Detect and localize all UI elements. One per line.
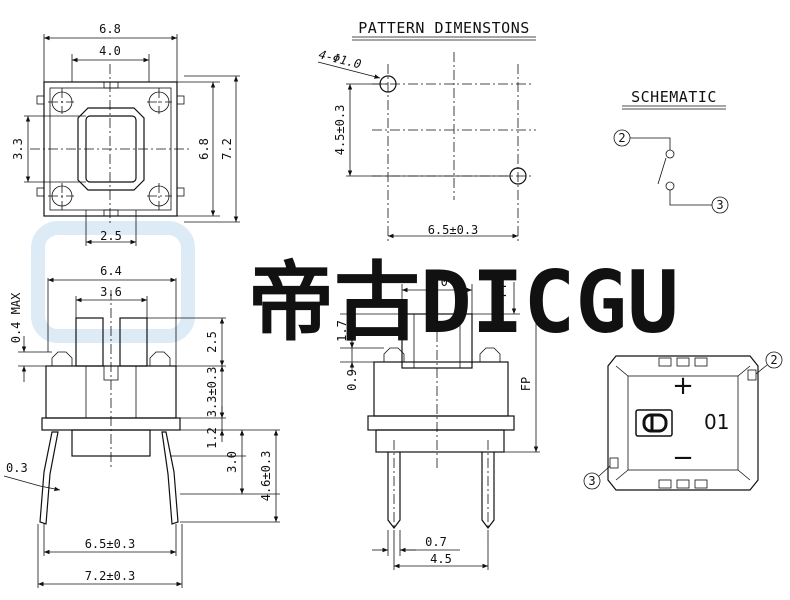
schematic-contact-top	[665, 149, 675, 159]
bottom-view-slot	[658, 357, 672, 367]
bottom-view-corner	[615, 365, 629, 377]
bottom-view-minus: −	[672, 443, 694, 473]
dim-body-height: 6.8	[197, 138, 211, 160]
side-dim-25: 2.5	[205, 331, 219, 353]
bottom-view-corner	[737, 469, 751, 481]
front-dim-17: 1.7	[335, 320, 349, 342]
leader-line	[755, 364, 768, 375]
pattern-horizontal-dim: 6.5±0.3	[428, 223, 479, 237]
front-dim-pt: PT	[495, 283, 509, 297]
schematic-switch-blade	[657, 157, 667, 185]
front-dim-40: 4.0	[426, 275, 448, 289]
side-dim-72: 7.2±0.3	[85, 569, 136, 583]
front-dim-fp: FP	[519, 377, 533, 391]
side-dim-36: 3.6	[100, 285, 122, 299]
front-view-lead-left	[387, 452, 401, 529]
dim-actuator-size: 3.3	[11, 138, 25, 160]
top-view: 6.8 4.0 3.3 6.8 7.2 2.5	[11, 22, 240, 246]
bottom-view: + − 01 2 3	[583, 351, 783, 491]
bottom-view-pin-2-marker	[765, 351, 783, 369]
front-view-nub-right	[479, 347, 501, 362]
side-view-nub-right	[149, 351, 171, 366]
bottom-view-inner	[627, 375, 739, 471]
dim-pin-spacing: 4.0	[99, 44, 121, 58]
bottom-view-slot	[694, 479, 708, 489]
side-view: 6.4 3.6 0.4 MAX 2.5 3.3±0.3 1.2 3.0 4.6±…	[3, 264, 280, 588]
front-dim-09: 0.9	[345, 369, 359, 391]
leader-line	[598, 465, 611, 477]
schematic-pin-3-marker	[711, 196, 729, 214]
top-view-terminal-left-bottom	[36, 187, 45, 197]
bottom-view-corner	[615, 469, 629, 481]
bottom-view-slot	[676, 479, 690, 489]
bottom-view-pin-3-marker	[583, 472, 601, 490]
side-dim-04max: 0.4 MAX	[9, 292, 23, 343]
schematic-wire-top	[630, 137, 671, 150]
side-view-body	[45, 365, 177, 419]
bottom-view-logo-box	[635, 409, 673, 437]
front-view: 4.0 PT 1.7 0.9 FP 0.7 4.5	[335, 275, 540, 570]
bottom-view-pin-b-pad	[609, 457, 619, 469]
schematic-pin-2-label: 2	[618, 131, 625, 145]
pattern-vertical-dim: 4.5±0.3	[333, 105, 347, 156]
schematic-wire-bottom	[669, 190, 712, 206]
dim-bottom-width: 2.5	[100, 229, 122, 243]
bottom-view-slot	[658, 479, 672, 489]
front-view-body	[373, 361, 509, 417]
schematic: SCHEMATIC 2 3	[613, 88, 729, 214]
side-view-nub-left	[51, 351, 73, 366]
side-dim-lead: 0.3	[6, 461, 28, 475]
front-view-nub-left	[383, 347, 405, 362]
watermark: 帝古DICGU	[31, 221, 679, 353]
leader-line	[39, 485, 61, 492]
schematic-pin-3-label: 3	[716, 198, 723, 212]
watermark-text: 帝古DICGU	[248, 253, 679, 353]
side-view-lead-right	[161, 431, 179, 525]
pattern-dimensions: PATTERN DIMENSTONS 4-Φ1.0 4.5±0.3 6.5±0.…	[317, 19, 536, 242]
front-view-base	[367, 415, 515, 431]
top-view-tab-bottom	[103, 209, 119, 217]
bottom-view-slot	[694, 357, 708, 367]
top-view-terminal-left-top	[36, 95, 45, 105]
side-dim-30: 3.0	[225, 451, 239, 473]
dim-overall-height: 7.2	[220, 138, 234, 160]
bottom-view-logo-mark	[642, 413, 668, 433]
front-view-foot	[375, 429, 505, 453]
top-view-tab-top	[103, 81, 119, 89]
leader-line	[317, 61, 381, 79]
top-view-terminal-right-top	[176, 95, 185, 105]
schematic-contact-bottom	[665, 181, 675, 191]
bottom-view-corner	[737, 365, 751, 377]
side-dim-12: 1.2	[205, 427, 219, 449]
front-dim-45: 4.5	[430, 552, 452, 566]
bottom-view-pin-3-label: 3	[588, 474, 595, 488]
schematic-title: SCHEMATIC	[631, 88, 717, 106]
side-dim-65: 6.5±0.3	[85, 537, 136, 551]
leader-line	[3, 475, 41, 487]
pattern-title: PATTERN DIMENSTONS	[358, 19, 530, 37]
bottom-view-plus: +	[672, 371, 694, 401]
bottom-view-code: 01	[704, 410, 729, 434]
bottom-view-pin-2-label: 2	[770, 353, 777, 367]
side-view-lead-left	[39, 431, 59, 525]
top-view-octagon-actuator	[77, 107, 145, 191]
side-dim-46: 4.6±0.3	[259, 451, 273, 502]
bottom-view-outline	[607, 355, 759, 491]
top-view-terminal-right-bottom	[176, 187, 185, 197]
side-dim-33: 3.3±0.3	[205, 367, 219, 418]
watermark-logo-box	[31, 221, 195, 343]
front-view-lead-right	[481, 452, 495, 529]
front-dim-07: 0.7	[425, 535, 447, 549]
bottom-view-slot	[676, 357, 690, 367]
dim-top-width: 6.8	[99, 22, 121, 36]
side-dim-64: 6.4	[100, 264, 122, 278]
bottom-view-pin-a-pad	[747, 369, 757, 381]
